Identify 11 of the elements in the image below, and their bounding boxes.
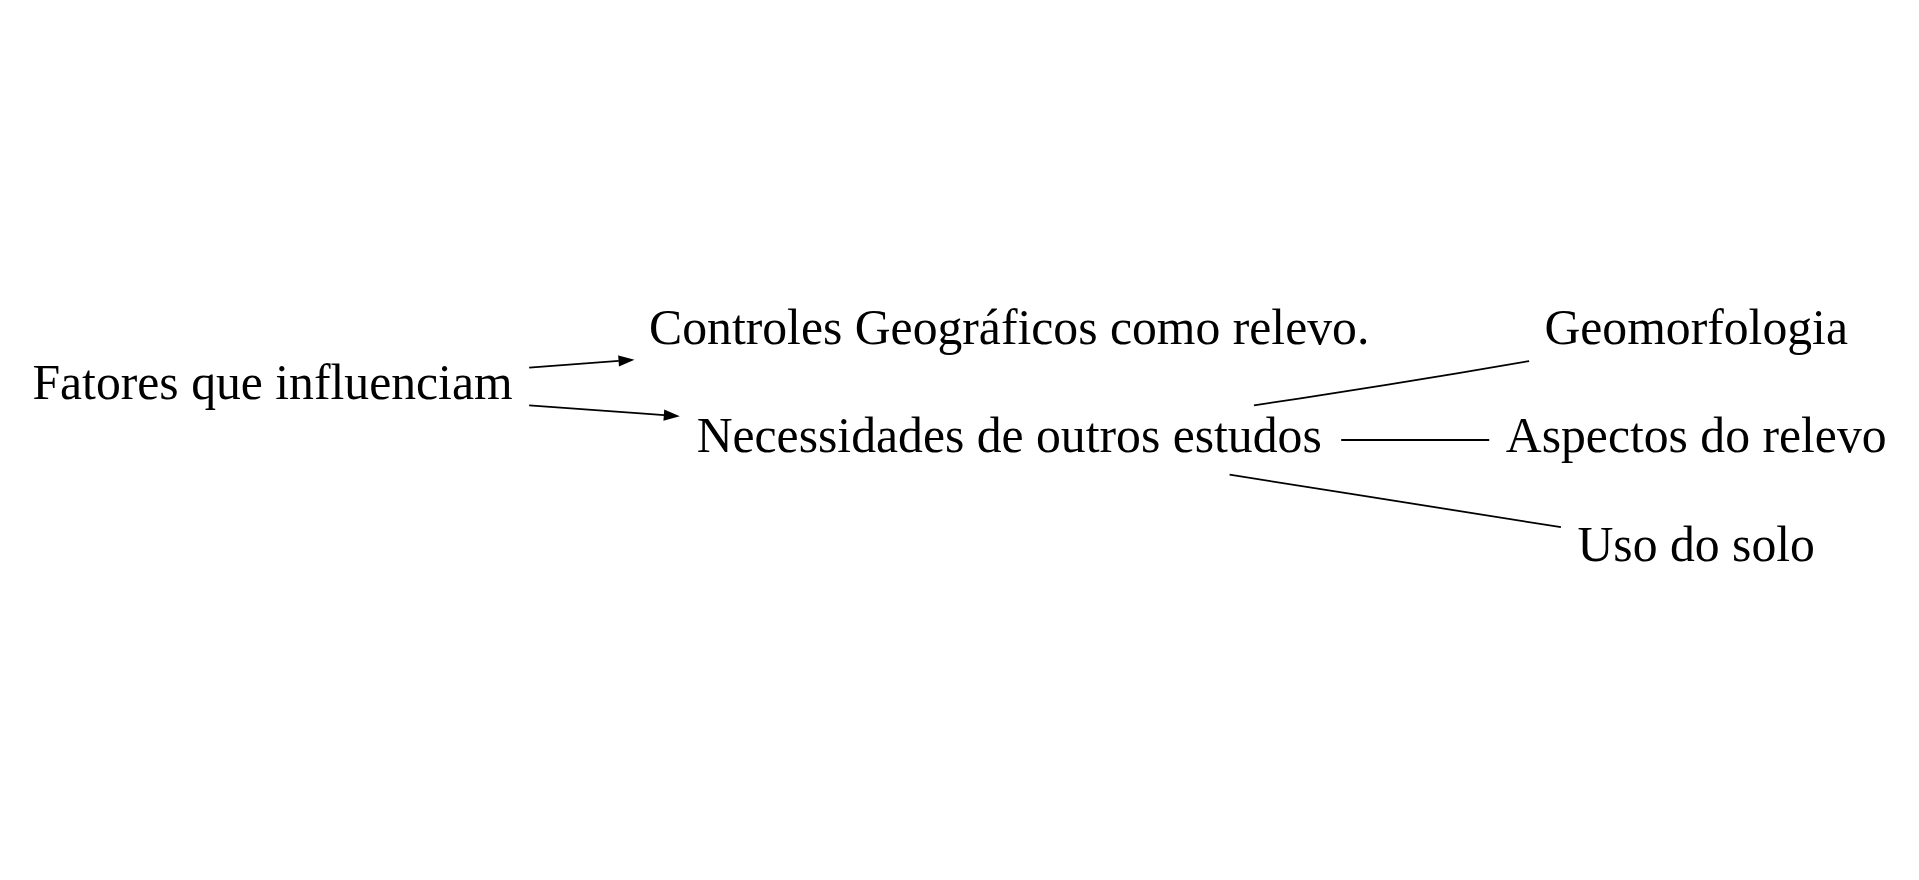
node-text: Controles Geográficos como relevo. bbox=[649, 299, 1370, 355]
node-text: Geomorfologia bbox=[1544, 299, 1848, 355]
node-text: Fatores que influenciam bbox=[32, 354, 513, 410]
connector bbox=[1340, 439, 1491, 441]
connector bbox=[1253, 360, 1530, 407]
arrow bbox=[528, 355, 635, 369]
connector bbox=[1228, 473, 1562, 529]
node-text: Aspectos do relevo bbox=[1505, 408, 1887, 464]
arrow bbox=[528, 404, 680, 421]
node-text: Necessidades de outros estudos bbox=[696, 408, 1322, 464]
node-text: Uso do solo bbox=[1577, 516, 1815, 572]
